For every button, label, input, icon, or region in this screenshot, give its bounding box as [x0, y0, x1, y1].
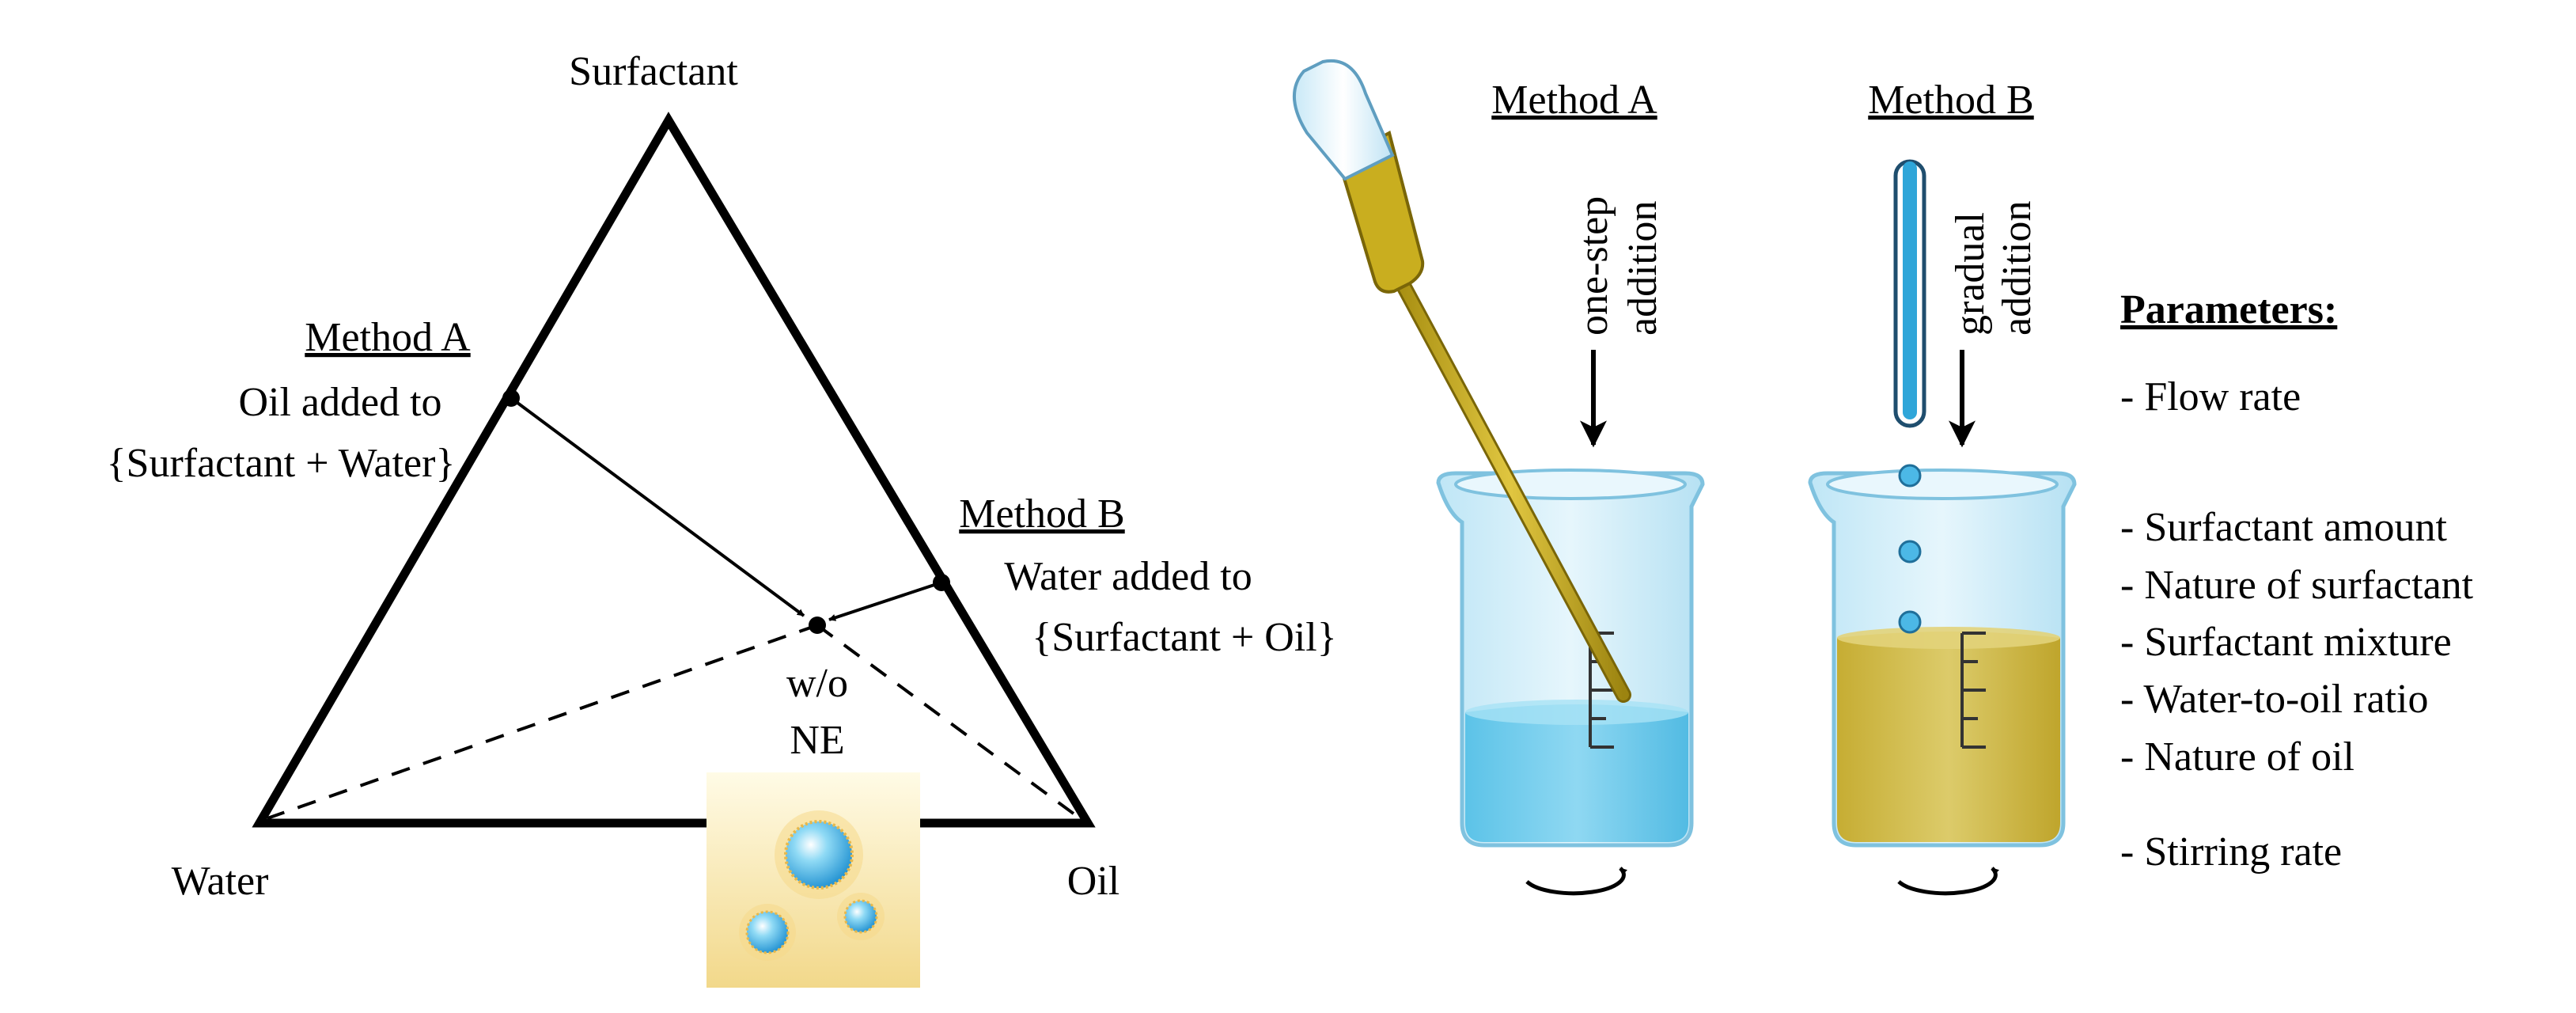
method-a-line2: {Surfactant + Water} — [107, 441, 456, 486]
nanoemulsion-inset — [707, 772, 920, 988]
method-b-title: Method B — [959, 491, 1124, 537]
vertex-oil-label: Oil — [1067, 859, 1119, 904]
parameters-title: Parameters: — [2120, 287, 2337, 332]
feed-tube — [1893, 159, 1926, 428]
param-surfactant-mixture: - Surfactant mixture — [2120, 620, 2452, 665]
water-drop-2 — [1898, 540, 1922, 563]
beaker-b — [1808, 464, 2077, 848]
addition-label-b: addition — [1995, 201, 2040, 336]
method-a-path-arrow — [510, 396, 805, 617]
nanoemulsion-point — [809, 617, 826, 634]
ne-label: NE — [790, 718, 844, 763]
method-b-line2: {Surfactant + Oil} — [1032, 615, 1336, 660]
phase-triangle — [252, 112, 1096, 828]
param-flow-rate: - Flow rate — [2120, 374, 2301, 419]
beaker-a — [1436, 469, 1705, 848]
param-nature-of-oil: - Nature of oil — [2120, 734, 2354, 780]
ternary-diagram: Surfactant Water Oil Method A Oil added … — [107, 49, 1337, 988]
gradual-label: gradual — [1948, 212, 1993, 336]
param-stirring-rate: - Stirring rate — [2120, 829, 2342, 875]
method-a-point — [502, 389, 520, 407]
vertex-water-label: Water — [172, 859, 269, 904]
method-b-setup: Method B gradual addition — [1808, 78, 2077, 896]
method-a-setup: Method A one-step addition — [1293, 59, 1705, 896]
pipette — [1293, 59, 1631, 703]
oil-fill — [1837, 632, 2060, 842]
addition-label-a: addition — [1620, 201, 1665, 336]
dashed-line-oil — [816, 624, 1082, 820]
method-b-line1: Water added to — [1004, 554, 1252, 599]
param-water-to-oil-ratio: - Water-to-oil ratio — [2120, 677, 2428, 722]
parameters-list: Parameters: - Flow rate - Surfactant amo… — [2120, 287, 2474, 875]
droplet-small-right — [837, 893, 885, 940]
beaker-a-title: Method A — [1491, 78, 1657, 123]
water-fill — [1465, 704, 1688, 842]
param-surfactant-amount: - Surfactant amount — [2120, 505, 2448, 550]
method-a-line1: Oil added to — [238, 380, 441, 425]
pipette-bulb — [1293, 59, 1395, 181]
beaker-b-title: Method B — [1868, 78, 2033, 123]
droplet-small-left — [739, 904, 796, 961]
stir-arrow-a — [1525, 867, 1627, 896]
method-b-point — [933, 574, 950, 591]
stir-arrow-b — [1897, 867, 1999, 896]
droplet-large — [775, 810, 863, 899]
one-step-label: one-step — [1571, 196, 1616, 336]
vertex-surfactant-label: Surfactant — [569, 49, 738, 94]
param-nature-of-surfactant: - Nature of surfactant — [2120, 563, 2474, 608]
method-b-path-arrow — [828, 581, 942, 621]
water-drop-3 — [1898, 610, 1922, 634]
water-drop-1 — [1898, 464, 1922, 488]
wo-label: w/o — [786, 661, 848, 706]
method-a-title: Method A — [305, 315, 471, 360]
